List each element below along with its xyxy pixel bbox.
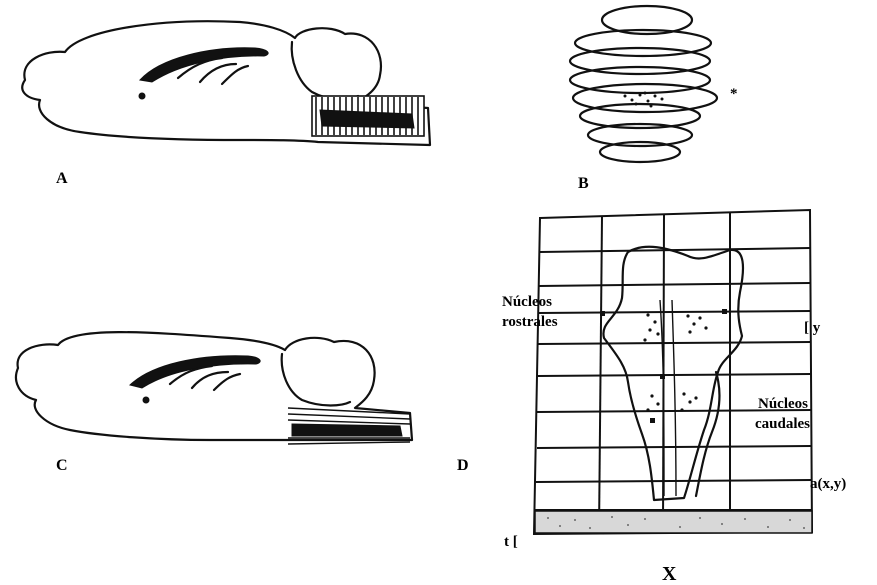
panel-c-label: C bbox=[56, 457, 68, 474]
panel-c-cerebellum-fold bbox=[282, 354, 350, 406]
label-point-a: a(x,y) bbox=[810, 476, 846, 492]
panel-d-grid-outline bbox=[534, 210, 812, 534]
label-nucleos-caudales-line1: Núcleos bbox=[758, 396, 808, 412]
panel-a-dot bbox=[139, 93, 145, 99]
panel-a-label: A bbox=[56, 170, 68, 187]
label-nucleos-caudales-line2: caudales bbox=[755, 416, 810, 432]
panel-d-nuclei-dots bbox=[643, 313, 707, 411]
panel-c-dot bbox=[143, 397, 149, 403]
label-t-bracket: t [ bbox=[504, 534, 518, 550]
panel-a-brain-drawing bbox=[22, 21, 430, 145]
panel-c-dark-core bbox=[292, 424, 402, 436]
label-y-bracket: [ y bbox=[804, 320, 821, 336]
label-x-axis: X bbox=[662, 563, 677, 585]
panel-c-brain-drawing bbox=[16, 332, 412, 444]
panel-d-edge-band bbox=[696, 372, 719, 496]
label-nucleos-rostrales-line2: rostrales bbox=[502, 314, 558, 330]
panel-b-section-stack bbox=[570, 6, 717, 162]
panel-d-midline-right bbox=[672, 300, 676, 496]
panel-b-marker: * bbox=[730, 86, 738, 102]
label-nucleos-rostrales-line1: Núcleos bbox=[502, 294, 552, 310]
panel-d-grid bbox=[534, 210, 812, 534]
panel-d-label: D bbox=[457, 457, 469, 474]
panel-d-thickness-band bbox=[535, 511, 812, 533]
panel-c-brain-outline bbox=[16, 332, 412, 440]
panel-a-cerebellum-fold bbox=[292, 42, 358, 99]
panel-b-label: B bbox=[578, 175, 589, 192]
